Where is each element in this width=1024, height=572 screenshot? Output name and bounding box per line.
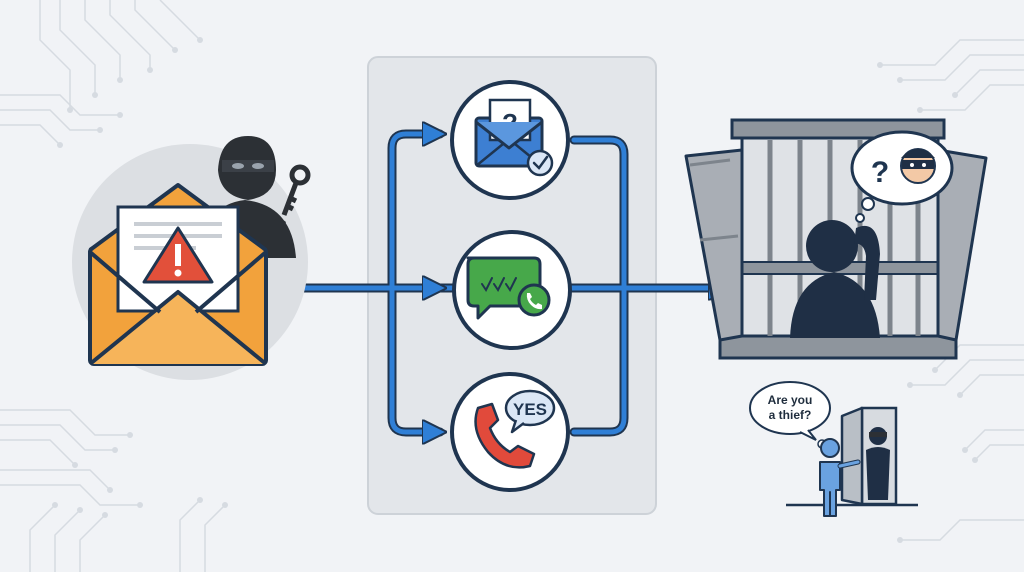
chat-call-icon: [466, 256, 551, 320]
phone-yes-icon: YES: [474, 389, 556, 469]
arrow-to-email: [389, 134, 442, 291]
warning-icon: [142, 226, 214, 284]
cage-left-door: [684, 148, 744, 342]
key-icon: [281, 164, 311, 216]
speech-bubble-icon: [749, 381, 831, 435]
cage-right-door: [936, 148, 988, 342]
arrow-to-phone: [389, 285, 442, 432]
thief-hand: [270, 218, 286, 240]
arrow-from-phone: [571, 285, 627, 435]
prisoner-silhouette-icon: [790, 220, 880, 338]
door-scene: Are you a thief?: [749, 381, 918, 517]
channel-chat: [452, 230, 572, 350]
circuit-nodes: [52, 37, 978, 543]
thief-at-door-icon: [866, 427, 890, 500]
email-question-icon: ?: [474, 98, 554, 177]
thought-bubble-icon: ?: [850, 130, 954, 223]
channel-email: ?: [450, 80, 570, 200]
phishing-source: [72, 136, 311, 380]
arrow-from-email: [571, 137, 627, 291]
channel-phone: YES: [450, 372, 570, 492]
phone-yes-text: YES: [513, 400, 547, 419]
speech-line-1: Are you: [768, 393, 813, 407]
checkmark-badge-icon: [526, 149, 554, 177]
speech-line-2: a thief?: [769, 408, 812, 422]
person-icon: [819, 438, 861, 517]
thought-question-mark: ?: [871, 156, 889, 189]
thief-face-icon: [900, 148, 936, 184]
